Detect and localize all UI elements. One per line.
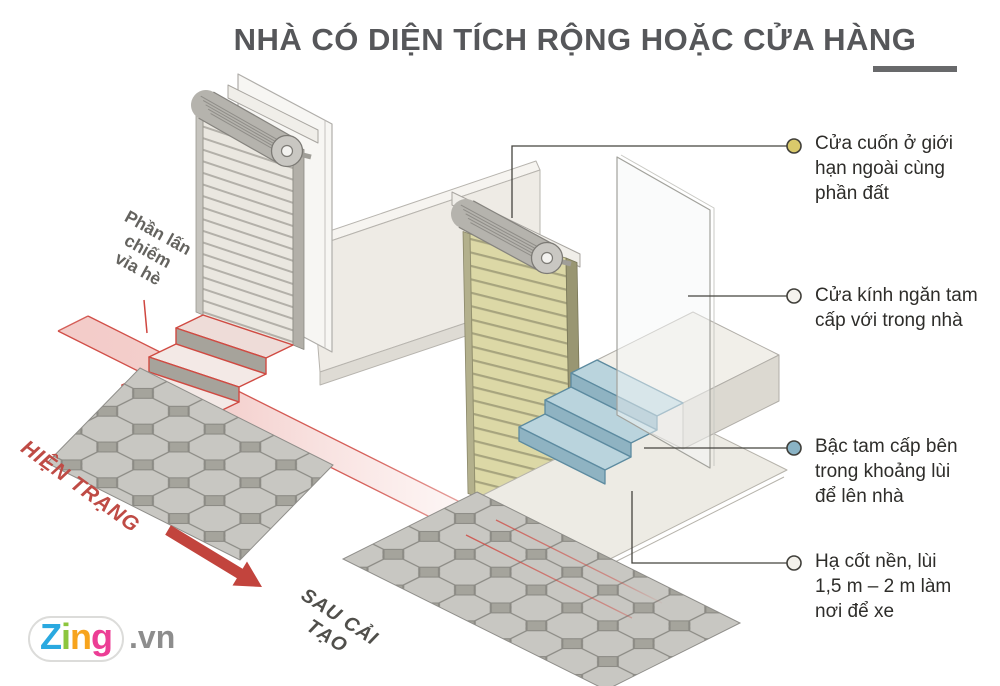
- leader-4: [631, 491, 787, 564]
- annotation-rolling-door: Cửa cuốn ở giới hạn ngoài cùng phần đất: [815, 131, 995, 206]
- annotation-dots: [786, 138, 802, 571]
- annotation-dot-4: [786, 555, 802, 571]
- returned-strip-lines: [465, 519, 663, 619]
- annotation-line: nơi để xe: [815, 601, 895, 623]
- annotation-line: hạn ngoài cùng: [815, 158, 945, 180]
- logo-letter-i: i: [61, 616, 71, 657]
- annotation-line: 1,5 m – 2 m làm: [815, 576, 952, 598]
- zing-logo-bubble: Zing: [28, 616, 125, 662]
- annotation-line: Cửa cuốn ở giới: [815, 133, 953, 154]
- annotation-steps: Bậc tam cấp bên trong khoảng lùi để lên …: [815, 434, 995, 509]
- annotation-line: trong khoảng lùi: [815, 461, 951, 483]
- shutter-roller-before: [191, 90, 312, 168]
- encroach-pointer-line: [143, 299, 148, 334]
- title-underline: [873, 66, 957, 72]
- direction-arrow: [165, 525, 262, 587]
- logo-letter-g: g: [91, 616, 113, 657]
- annotation-line: Bậc tam cấp bên: [815, 436, 958, 457]
- annotation-lowered-floor: Hạ cốt nền, lùi 1,5 m – 2 m làm nơi để x…: [815, 549, 995, 624]
- annotation-dot-1: [786, 138, 802, 154]
- annotation-line: Cửa kính ngăn tam: [815, 285, 978, 306]
- page-title: NHÀ CÓ DIỆN TÍCH RỘNG HOẶC CỬA HÀNG: [233, 22, 917, 57]
- annotation-line: phần đất: [815, 183, 889, 205]
- leader-1: [511, 145, 787, 218]
- logo-domain-suffix: .vn: [129, 618, 176, 655]
- annotation-dot-2: [786, 288, 802, 304]
- sidewalk-after: [341, 491, 742, 686]
- annotation-glass-door: Cửa kính ngăn tam cấp với trong nhà: [815, 283, 995, 333]
- annotation-dot-3: [786, 440, 802, 456]
- shutter-roller-after: [451, 199, 572, 275]
- logo-letter-z: Z: [40, 616, 62, 657]
- glass-panel: [616, 154, 715, 469]
- shutter-top-rail-before: [227, 84, 319, 144]
- annotation-line: để lên nhà: [815, 486, 904, 508]
- leader-lines: [511, 145, 787, 564]
- sidewalk-before: [46, 367, 334, 561]
- zing-logo: Zing .vn: [28, 616, 175, 662]
- annotation-line: Hạ cốt nền, lùi: [815, 551, 937, 572]
- logo-letter-n: n: [70, 616, 92, 657]
- building-after: [451, 154, 788, 570]
- annotation-line: cấp với trong nhà: [815, 310, 963, 332]
